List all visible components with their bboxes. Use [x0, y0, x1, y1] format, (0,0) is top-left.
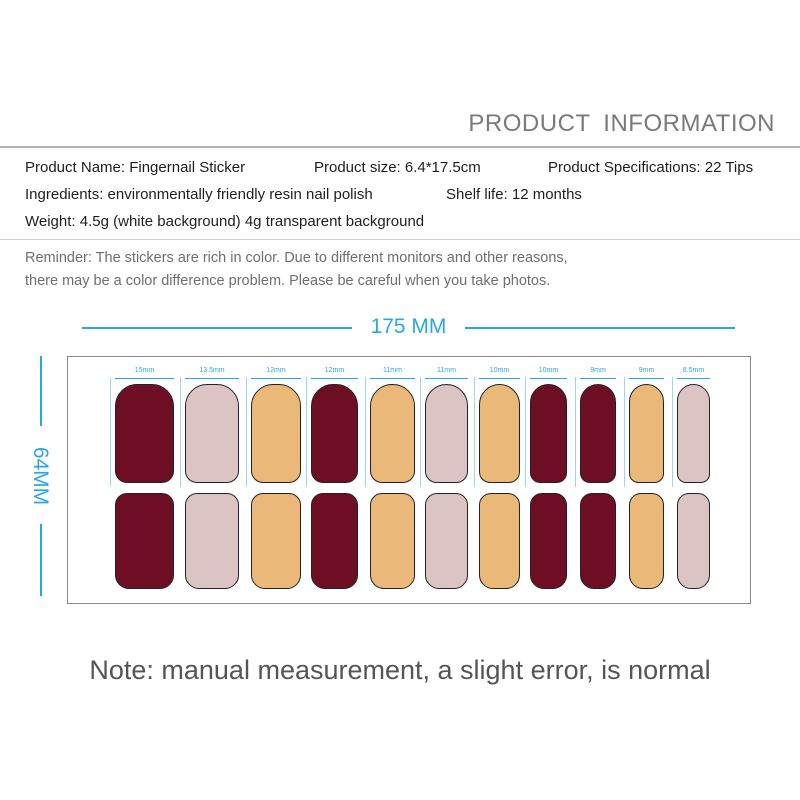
nail-height-line: [575, 377, 576, 487]
nail-width-line: [677, 378, 710, 379]
nail-tip-top-pink: [677, 384, 710, 483]
nail-width-label: 12mm: [266, 367, 286, 374]
mid-divider: [0, 239, 800, 240]
nail-width-label: 13.5mm: [199, 367, 225, 374]
nail-tip-top-burgundy: [115, 384, 174, 483]
nail-tip-top-pink: [425, 384, 468, 483]
nail-tip-bottom-nude: [251, 493, 301, 589]
reminder: Reminder: The stickers are rich in color…: [25, 247, 568, 293]
nail-width-label: 10mm: [538, 367, 559, 374]
info-product-size: Product size: 6.4*17.5cm: [314, 159, 481, 176]
nail-height-line: [525, 377, 526, 487]
width-dimension-line-right: [465, 327, 735, 329]
height-dimension: 64MM: [20, 356, 52, 596]
page-title: PRODUCT INFORMATION: [468, 110, 775, 137]
nail-height-line: [180, 377, 181, 487]
nail-tip-bottom-pink: [185, 493, 239, 589]
nail-width-line: [115, 378, 174, 379]
nail-width-label: 8.5mm: [682, 367, 705, 374]
nail-height-line: [474, 377, 475, 487]
nail-width-line: [530, 378, 567, 379]
width-dimension: 175 MM: [82, 315, 735, 339]
width-dimension-line-left: [82, 327, 352, 329]
nail-tip-bottom-burgundy: [580, 493, 616, 589]
nail-width-line: [185, 378, 239, 379]
nail-height-line: [110, 377, 111, 487]
nail-sticker-sheet: 15mm 13.5mm 12mm 12mm 11mm 11mm 10mm 10mm 9mm 9mm…: [67, 356, 751, 604]
nail-width-line: [251, 378, 301, 379]
nail-width-line: [580, 378, 616, 379]
top-divider: [0, 146, 800, 148]
nail-width-label: 11mm: [383, 367, 402, 374]
nail-tip-bottom-pink: [677, 493, 710, 589]
nail-tip-bottom-nude: [479, 493, 520, 589]
nail-tip-top-burgundy: [311, 384, 358, 483]
nail-height-line: [420, 377, 421, 487]
nail-tip-bottom-burgundy: [530, 493, 567, 589]
nail-height-line: [246, 377, 247, 487]
nail-height-line: [672, 377, 673, 487]
nail-tip-top-nude: [479, 384, 520, 483]
reminder-line-1: Reminder: The stickers are rich in color…: [25, 250, 568, 266]
nail-tip-top-nude: [251, 384, 301, 483]
nail-height-line: [306, 377, 307, 487]
nail-width-label: 12mm: [324, 367, 345, 374]
nail-tip-bottom-pink: [425, 493, 468, 589]
height-dimension-line-bottom: [40, 524, 42, 596]
info-product-name: Product Name: Fingernail Sticker: [25, 159, 246, 176]
nail-width-line: [629, 378, 664, 379]
nail-width-line: [425, 378, 468, 379]
nail-tip-bottom-nude: [629, 493, 664, 589]
info-ingredients: Ingredients: environmentally friendly re…: [25, 186, 373, 203]
height-dimension-label: 64MM: [28, 442, 52, 510]
nail-width-label: 10mm: [489, 367, 510, 374]
nail-tip-top-burgundy: [530, 384, 567, 483]
nail-tip-top-pink: [185, 384, 239, 483]
info-specifications: Product Specifications: 22 Tips: [548, 159, 754, 176]
measurement-note: Note: manual measurement, a slight error…: [89, 655, 711, 685]
nail-width-label: 9mm: [638, 367, 655, 374]
nail-tip-bottom-burgundy: [311, 493, 358, 589]
nail-width-line: [479, 378, 520, 379]
nail-width-label: 9mm: [590, 367, 606, 374]
nail-height-line: [365, 377, 366, 487]
nail-tip-bottom-nude: [370, 493, 415, 589]
nail-width-line: [311, 378, 358, 379]
reminder-line-2: there may be a color difference problem.…: [25, 273, 551, 289]
height-dimension-line-top: [40, 356, 42, 426]
nail-tip-top-burgundy: [580, 384, 616, 483]
nail-height-line: [624, 377, 625, 487]
width-dimension-label: 175 MM: [362, 315, 455, 338]
nail-width-label: 15mm: [134, 367, 155, 374]
nail-width-label: 11mm: [437, 367, 456, 374]
nail-tip-bottom-burgundy: [115, 493, 174, 589]
nail-width-line: [370, 378, 415, 379]
nail-tip-top-nude: [370, 384, 415, 483]
nail-tip-top-nude: [629, 384, 664, 483]
info-weight: Weight: 4.5g (white background) 4g trans…: [25, 213, 425, 230]
info-shelf-life: Shelf life: 12 months: [446, 186, 582, 203]
